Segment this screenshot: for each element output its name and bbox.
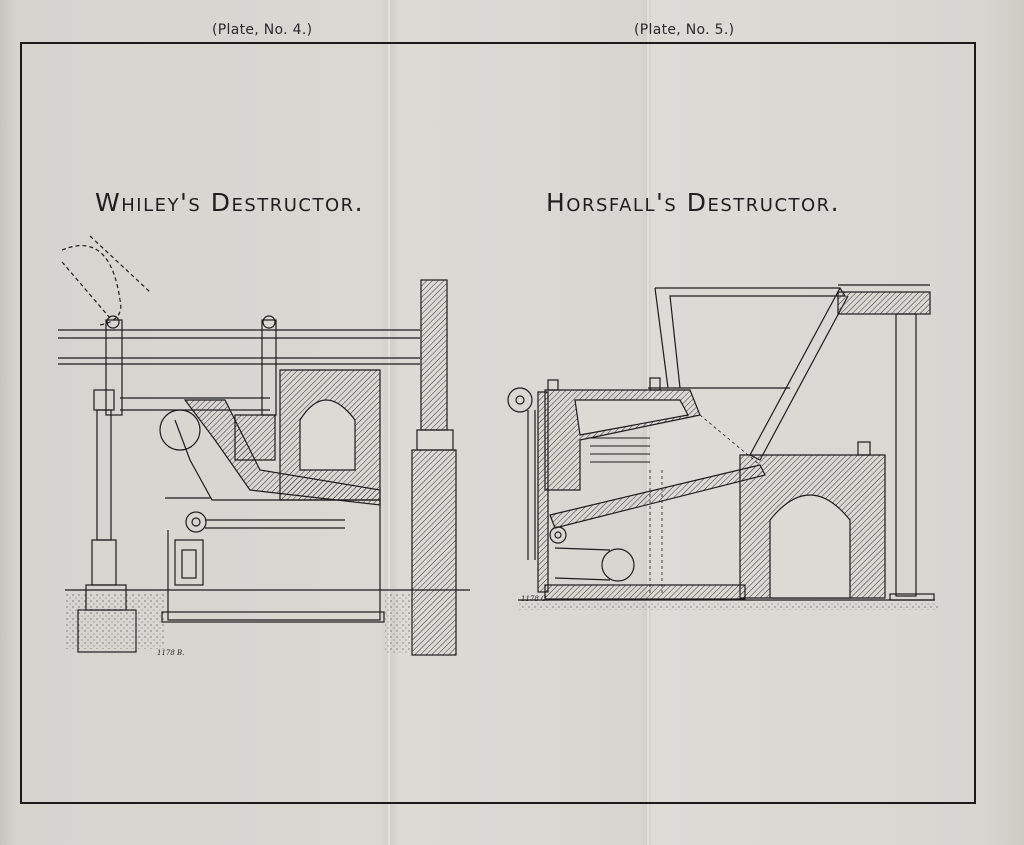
fold-line-left: [388, 0, 390, 845]
drawing-number-left: 1178 B.: [157, 649, 185, 657]
plate-frame: [20, 42, 976, 804]
title-horsfalls-destructor: Horsfall's Destructor.: [546, 188, 841, 217]
whileys-destructor-drawing: [58, 235, 470, 656]
horsfalls-destructor-drawing: [507, 284, 938, 610]
title-whileys-destructor: Whiley's Destructor.: [95, 188, 365, 217]
plate-caption-left: (Plate, No. 4.): [212, 22, 313, 38]
drawing-number-right: 1178 C.: [521, 595, 549, 603]
plate-caption-right: (Plate, No. 5.): [634, 22, 735, 38]
